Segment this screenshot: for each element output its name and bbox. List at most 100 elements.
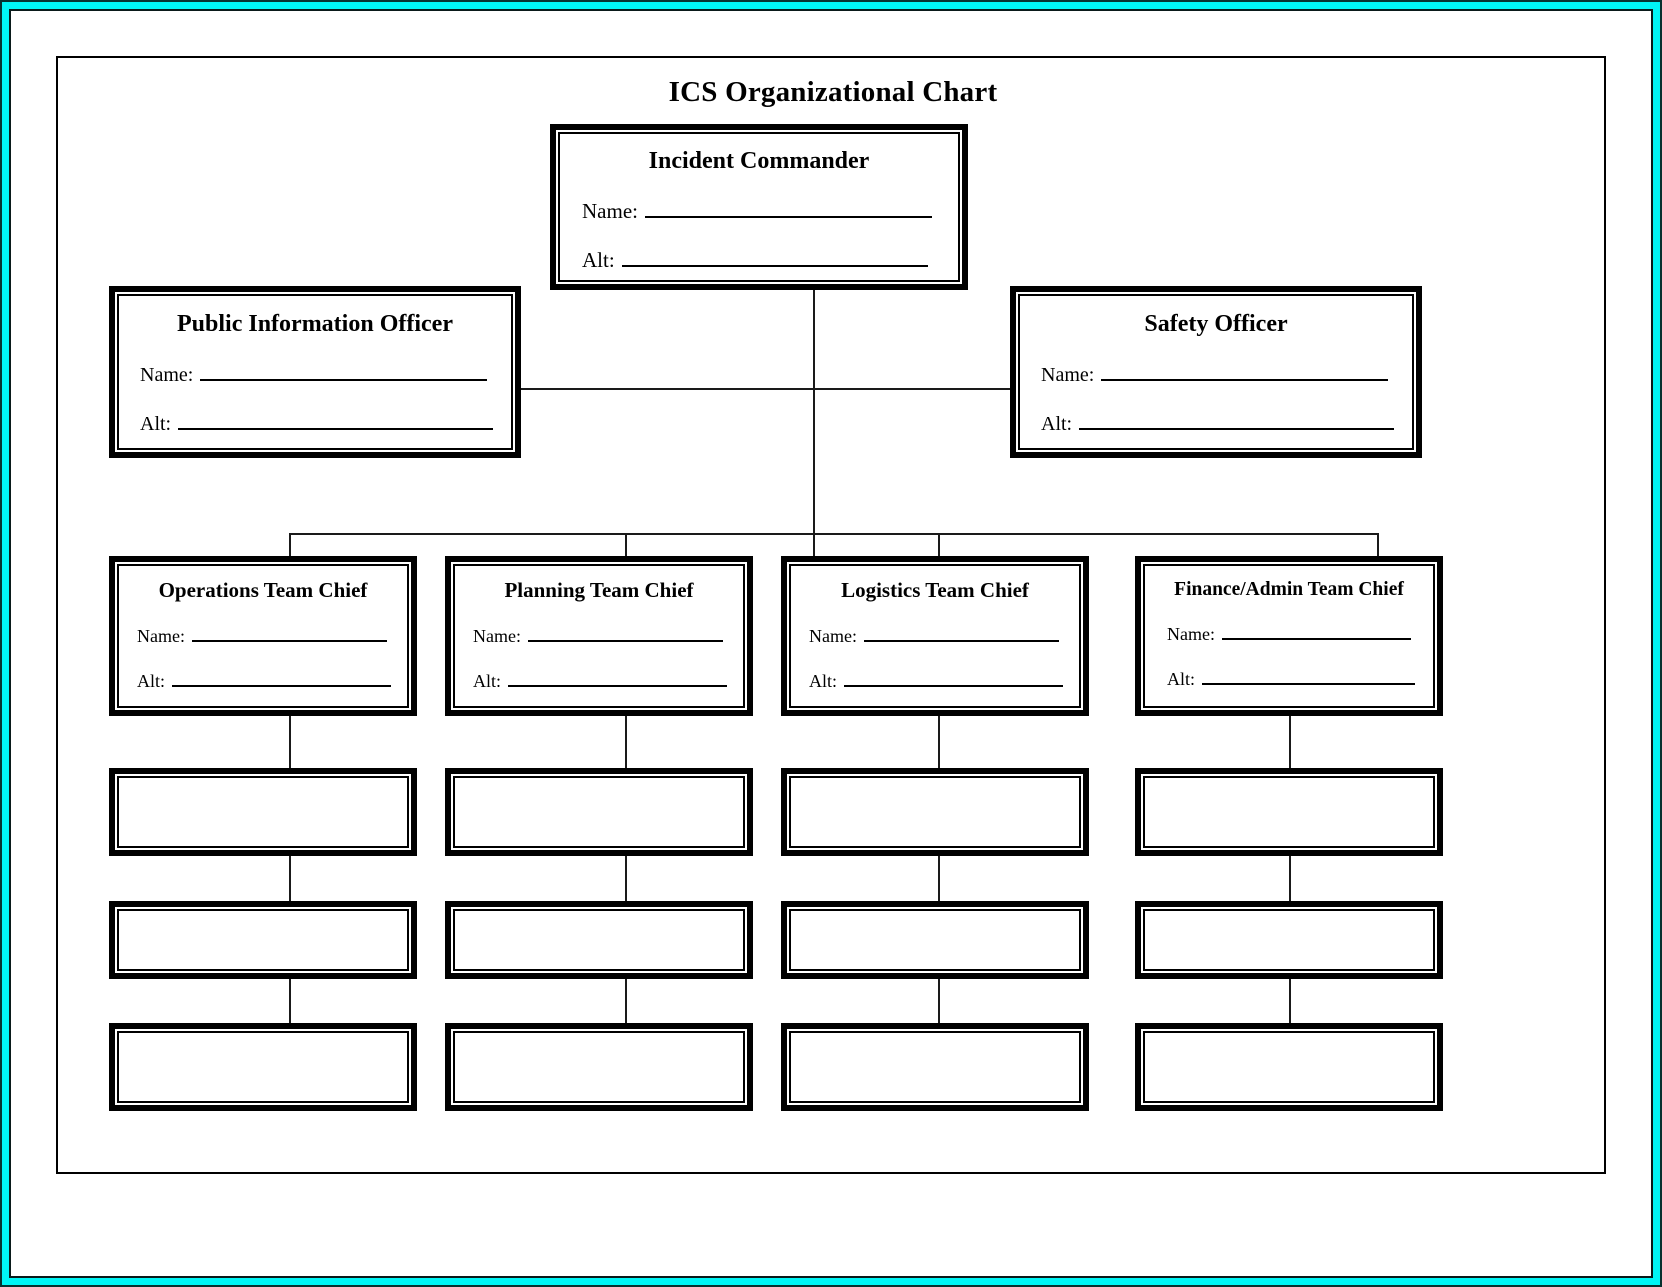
operations-name-label: Name: [137,625,185,646]
logistics-alt-rule[interactable] [844,670,1063,687]
safety-officer-name-row[interactable]: Name: [1041,362,1388,386]
finance-alt-label: Alt: [1167,668,1196,689]
blank-node-logistics-2-inner [789,909,1081,971]
safety-officer-name-rule[interactable] [1101,362,1388,381]
node-finance-admin-team-chief-inner: Finance/Admin Team Chief Name: Alt: [1143,564,1435,708]
blank-node-operations-2-inner [117,909,409,971]
connector-team-bus [289,533,1377,535]
safety-officer-alt-rule[interactable] [1079,412,1394,431]
blank-node-planning-3[interactable] [445,1023,753,1111]
node-operations-team-chief-title: Operations Team Chief [158,578,368,602]
node-logistics-team-chief[interactable]: Logistics Team Chief Name: Alt: [781,556,1089,716]
finance-alt-row[interactable]: Alt: [1167,668,1415,690]
node-planning-team-chief-title: Planning Team Chief [504,578,694,602]
blank-node-finance-1[interactable] [1135,768,1443,856]
finance-name-row[interactable]: Name: [1167,623,1411,645]
node-public-information-officer-title: Public Information Officer [177,311,453,337]
incident-commander-alt-row[interactable]: Alt: [582,248,928,273]
blank-node-logistics-2[interactable] [781,901,1089,979]
pio-name-rule[interactable] [200,362,487,381]
blank-node-operations-3[interactable] [109,1023,417,1111]
pio-name-label: Name: [140,363,194,386]
connector-operations-3 [289,978,291,1024]
node-planning-team-chief[interactable]: Planning Team Chief Name: Alt: [445,556,753,716]
blank-node-logistics-3-inner [789,1031,1081,1103]
connector-planning-2 [625,856,627,902]
operations-alt-row[interactable]: Alt: [137,670,391,692]
connector-drop-operations [289,533,291,557]
node-incident-commander-title: Incident Commander [648,148,870,174]
connector-finance-3 [1289,978,1291,1024]
planning-alt-row[interactable]: Alt: [473,670,727,692]
connector-logistics-2 [938,856,940,902]
incident-commander-name-row[interactable]: Name: [582,198,932,223]
finance-alt-rule[interactable] [1202,668,1415,685]
blank-node-finance-3-inner [1143,1031,1435,1103]
connector-logistics-3 [938,978,940,1024]
blank-node-planning-2-inner [453,909,745,971]
blank-node-operations-2[interactable] [109,901,417,979]
logistics-name-row[interactable]: Name: [809,625,1059,647]
finance-name-label: Name: [1167,624,1215,645]
safety-officer-alt-label: Alt: [1041,413,1073,436]
node-planning-team-chief-inner: Planning Team Chief Name: Alt: [453,564,745,708]
connector-operations-1 [289,713,291,769]
operations-alt-rule[interactable] [172,670,391,687]
blank-node-operations-3-inner [117,1031,409,1103]
connector-logistics-1 [938,713,940,769]
node-finance-admin-team-chief[interactable]: Finance/Admin Team Chief Name: Alt: [1135,556,1443,716]
blank-node-finance-3[interactable] [1135,1023,1443,1111]
incident-commander-alt-rule[interactable] [621,248,928,267]
page-title: ICS Organizational Chart [668,76,998,108]
operations-name-row[interactable]: Name: [137,625,387,647]
node-operations-team-chief[interactable]: Operations Team Chief Name: Alt: [109,556,417,716]
safety-officer-alt-row[interactable]: Alt: [1041,412,1394,436]
connector-drop-planning [625,533,627,557]
blank-node-logistics-3[interactable] [781,1023,1089,1111]
node-incident-commander[interactable]: Incident Commander Name: Alt: [550,124,968,290]
finance-name-rule[interactable] [1221,623,1411,641]
planning-name-row[interactable]: Name: [473,625,723,647]
pio-alt-label: Alt: [140,413,172,436]
planning-name-rule[interactable] [527,625,723,642]
incident-commander-alt-label: Alt: [582,247,615,272]
connector-officers-horizontal [518,388,1014,390]
node-safety-officer[interactable]: Safety Officer Name: Alt: [1010,286,1422,458]
node-safety-officer-inner: Safety Officer Name: Alt: [1018,294,1414,450]
node-incident-commander-inner: Incident Commander Name: Alt: [558,132,960,282]
logistics-alt-row[interactable]: Alt: [809,670,1063,692]
operations-alt-label: Alt: [137,670,166,691]
node-public-information-officer[interactable]: Public Information Officer Name: Alt: [109,286,521,458]
planning-name-label: Name: [473,625,521,646]
connector-finance-1 [1289,713,1291,769]
operations-name-rule[interactable] [191,625,387,642]
node-finance-admin-team-chief-title: Finance/Admin Team Chief [1174,579,1404,600]
blank-node-finance-1-inner [1143,776,1435,848]
blank-node-planning-1[interactable] [445,768,753,856]
blank-node-planning-1-inner [453,776,745,848]
node-safety-officer-title: Safety Officer [1144,311,1288,337]
safety-officer-name-label: Name: [1041,363,1095,386]
connector-operations-2 [289,856,291,902]
pio-alt-rule[interactable] [178,412,493,431]
document-frame: ICS Organizational Chart I [56,56,1606,1174]
logistics-name-rule[interactable] [863,625,1059,642]
node-public-information-officer-inner: Public Information Officer Name: Alt: [117,294,513,450]
connector-ic-trunk [813,283,815,591]
blank-node-operations-1-inner [117,776,409,848]
blank-node-finance-2[interactable] [1135,901,1443,979]
blank-node-planning-2[interactable] [445,901,753,979]
blank-node-logistics-1[interactable] [781,768,1089,856]
connector-planning-1 [625,713,627,769]
incident-commander-name-rule[interactable] [644,198,932,218]
planning-alt-rule[interactable] [508,670,727,687]
blank-node-operations-1[interactable] [109,768,417,856]
node-operations-team-chief-inner: Operations Team Chief Name: Alt: [117,564,409,708]
connector-finance-2 [1289,856,1291,902]
pio-name-row[interactable]: Name: [140,362,487,386]
node-logistics-team-chief-title: Logistics Team Chief [841,578,1029,602]
logistics-name-label: Name: [809,625,857,646]
pio-alt-row[interactable]: Alt: [140,412,493,436]
blank-node-planning-3-inner [453,1031,745,1103]
